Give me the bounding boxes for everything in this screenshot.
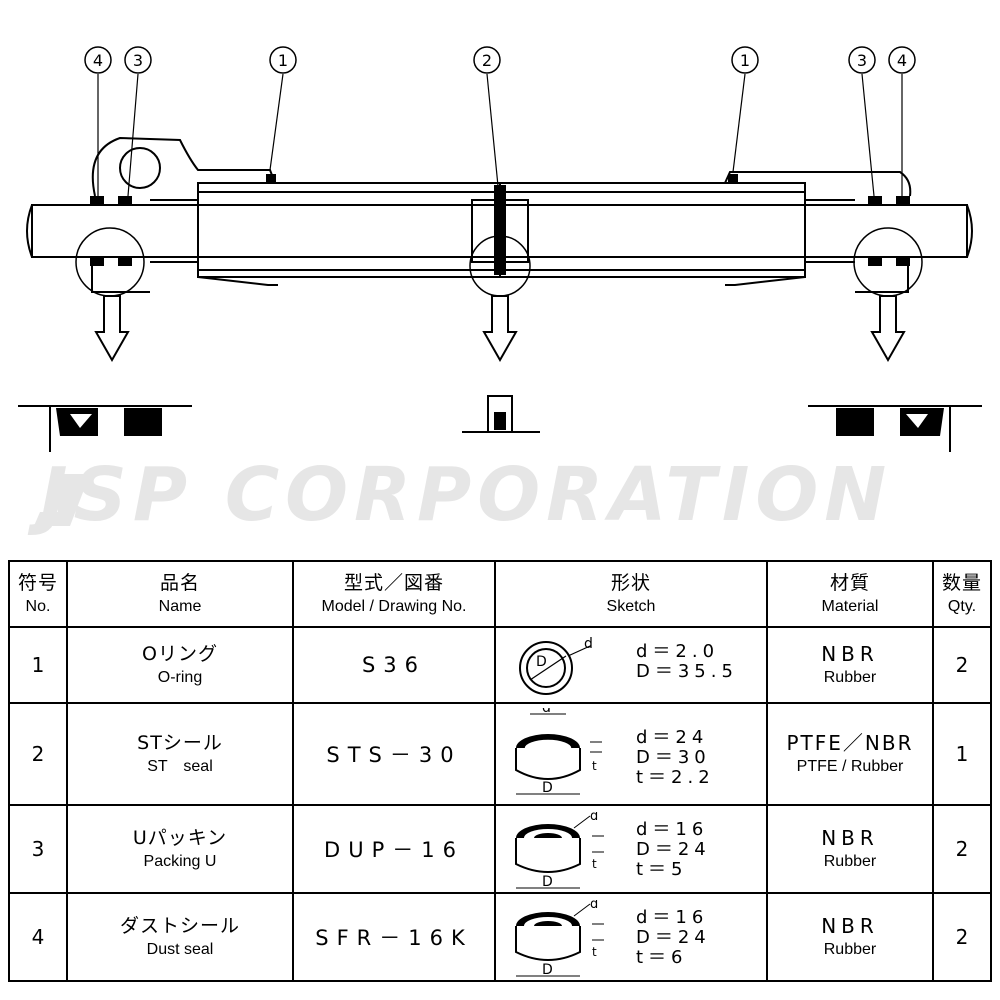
- callout-right-3: 3: [857, 51, 867, 70]
- row-no: 2: [8, 702, 68, 806]
- dim-D: D＝24: [636, 839, 711, 860]
- svg-text:t: t: [592, 759, 597, 773]
- dim-d: d＝16: [636, 907, 709, 928]
- row-model: SFR－16K: [292, 892, 496, 982]
- callout-right-1: 1: [740, 51, 750, 70]
- dim-d: d＝24: [636, 727, 709, 748]
- cylinder-seal-diagram: 4 3 1 2 1 3 4: [18, 46, 982, 452]
- svg-text:d: d: [590, 900, 598, 912]
- row-sketch: d D t d＝16 D＝24 t＝6: [494, 892, 768, 982]
- svg-text:d: d: [584, 636, 593, 652]
- svg-text:D: D: [536, 654, 547, 670]
- st-seal-sketch-icon: d D t: [515, 708, 602, 796]
- dust-seal-detail-left: [56, 408, 98, 436]
- clevis-eye-left: [91, 136, 276, 197]
- callout-center-2: 2: [482, 51, 492, 70]
- svg-text:t: t: [592, 945, 597, 959]
- row-sketch: D d d＝2.0 D＝35.5: [494, 626, 768, 704]
- st-seal-detail: [494, 412, 506, 430]
- dim-t: t＝6: [636, 947, 688, 968]
- row-no: 1: [8, 626, 68, 704]
- dim-t: t＝5: [636, 859, 688, 880]
- packing-u-sketch-icon: d D t: [515, 812, 604, 890]
- row-qty: 2: [932, 892, 992, 982]
- svg-text:d: d: [590, 812, 598, 824]
- svg-text:D: D: [542, 962, 553, 978]
- callout-right-4: 4: [897, 51, 907, 70]
- dim-D: D＝35.5: [636, 661, 738, 682]
- jsp-logo-icon: [34, 474, 90, 526]
- dim-D: D＝30: [636, 747, 711, 768]
- callout-left-1: 1: [278, 51, 288, 70]
- row-sketch: d D t d＝24 D＝30 t＝2.2: [494, 702, 768, 806]
- svg-text:D: D: [542, 780, 553, 796]
- row-qty: 2: [932, 804, 992, 894]
- dust-seal-sketch-icon: d D t: [515, 900, 604, 978]
- watermark: JSP CORPORATION: [40, 452, 893, 538]
- arrow-down-icon: [94, 295, 130, 363]
- svg-text:t: t: [592, 857, 597, 871]
- row-no: 3: [8, 804, 68, 894]
- row-model: S36: [292, 626, 496, 704]
- arrow-down-icon: [482, 295, 518, 363]
- o-ring-sketch-icon: D d: [519, 636, 593, 695]
- dim-d: d＝2.0: [636, 641, 720, 662]
- row-qty: 1: [932, 702, 992, 806]
- row-no: 4: [8, 892, 68, 982]
- callout-left-4: 4: [93, 51, 103, 70]
- dim-t: t＝2.2: [636, 767, 715, 788]
- svg-text:D: D: [542, 874, 553, 890]
- packing-u-detail-right: [836, 408, 874, 436]
- dim-d: d＝16: [636, 819, 709, 840]
- packing-u-detail-left: [124, 408, 162, 436]
- row-model: DUP－16: [292, 804, 496, 894]
- cylinder-tube: [197, 182, 806, 278]
- row-model: STS－30: [292, 702, 496, 806]
- callout-left-3: 3: [133, 51, 143, 70]
- dim-D: D＝24: [636, 927, 711, 948]
- arrow-down-icon: [870, 295, 906, 363]
- svg-text:d: d: [542, 708, 551, 716]
- dust-seal-detail-right: [900, 408, 944, 436]
- row-qty: 2: [932, 626, 992, 704]
- row-sketch: d D t d＝16 D＝24 t＝5: [494, 804, 768, 894]
